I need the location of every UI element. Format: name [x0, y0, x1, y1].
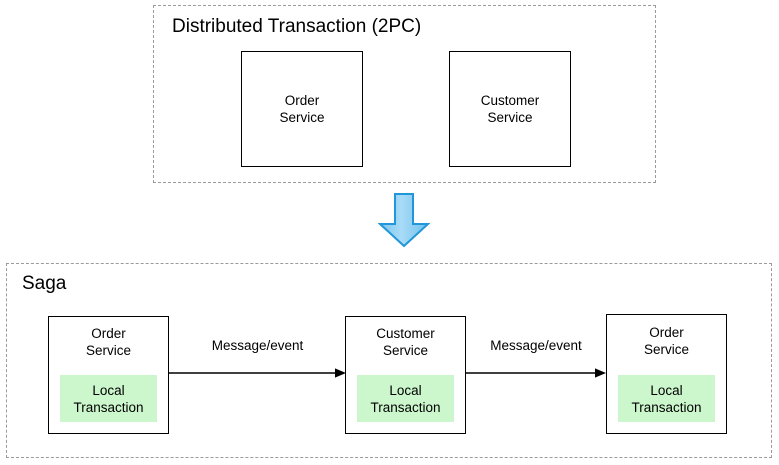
connector-label-2: Message/event [490, 338, 582, 353]
service-label-saga-customer-service: Customer Service [376, 326, 435, 358]
down-arrow-icon [378, 193, 430, 248]
distributed-transaction-group-title: Distributed Transaction (2PC) [172, 16, 422, 37]
local-transaction-chip-1: Local Transaction [60, 375, 157, 422]
saga-group-title: Saga [22, 273, 67, 294]
local-transaction-chip-3: Local Transaction [618, 375, 715, 422]
service-box-order-service-2pc[interactable] [241, 51, 363, 167]
connector-arrow-2 [466, 366, 606, 380]
local-transaction-chip-2: Local Transaction [357, 375, 454, 422]
service-box-customer-service-2pc[interactable] [449, 51, 571, 167]
connector-arrow-1 [169, 366, 346, 380]
service-label-saga-order-service-1: Order Service [85, 326, 131, 358]
connector-label-1: Message/event [211, 338, 304, 353]
saga-group [6, 263, 772, 458]
service-label-order-service-2pc: Order Service [279, 93, 325, 125]
service-label-customer-service-2pc: Customer Service [480, 93, 540, 125]
service-label-saga-order-service-2: Order Service [643, 325, 689, 357]
distributed-transaction-group [153, 5, 656, 183]
